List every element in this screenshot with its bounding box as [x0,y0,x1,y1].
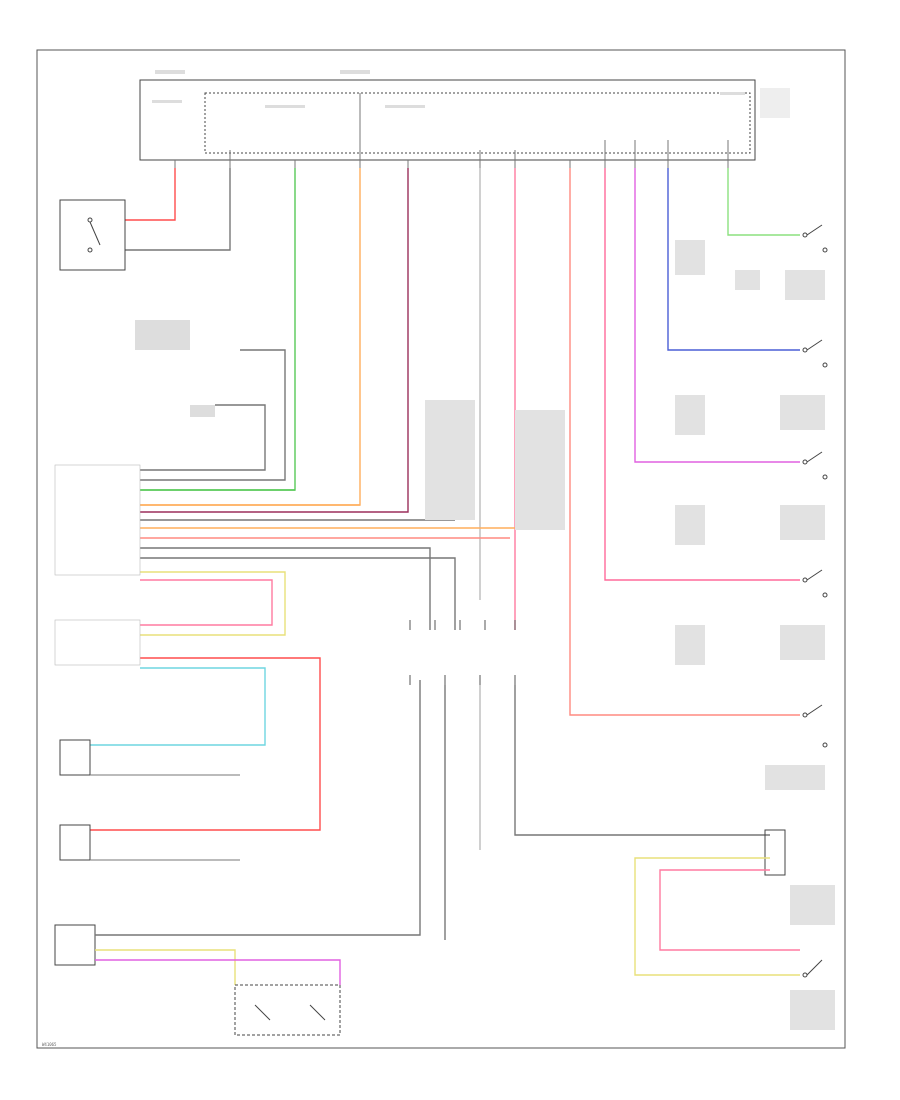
wire-gray-right [514,685,770,836]
module-box-1 [59,739,91,776]
wire-yellow-right [634,857,800,976]
right-switches [802,224,828,978]
fuse-panel-text [152,70,790,118]
left-text-blocks [54,320,215,666]
wire-lightgreen-1 [727,168,800,236]
right-text-blocks [425,240,835,1030]
wire-yellow-bottom [95,949,236,985]
ignition-switch-symbol [87,217,101,253]
sensor-switch [254,1004,326,1021]
module-wires [90,774,240,861]
wire-pink-2 [604,168,800,581]
wire-blue-1 [667,168,800,351]
fuse-panel-box [139,79,756,161]
right-module-box [764,829,786,876]
module-box-3 [54,924,96,966]
center-connector [409,620,516,685]
wire-magenta-bottom [95,959,341,985]
wire-magenta-1 [634,168,800,463]
ignition-switch-box [59,199,126,271]
module-box-2 [59,824,91,861]
wire-gray-bottom [95,680,421,936]
wire-purple-1 [140,168,409,513]
wire-pink-right [659,869,800,951]
fuse-terminals [174,93,729,168]
left-bundle [90,349,540,831]
fuse-panel-inner [204,92,751,154]
sensor-box [234,984,341,1036]
wire-red-1 [125,168,176,221]
wire-gray-1 [125,168,231,251]
wire-salmon-1 [569,168,800,716]
diagram-frame [36,49,846,1049]
diagram-code: W41065 [42,1042,57,1047]
